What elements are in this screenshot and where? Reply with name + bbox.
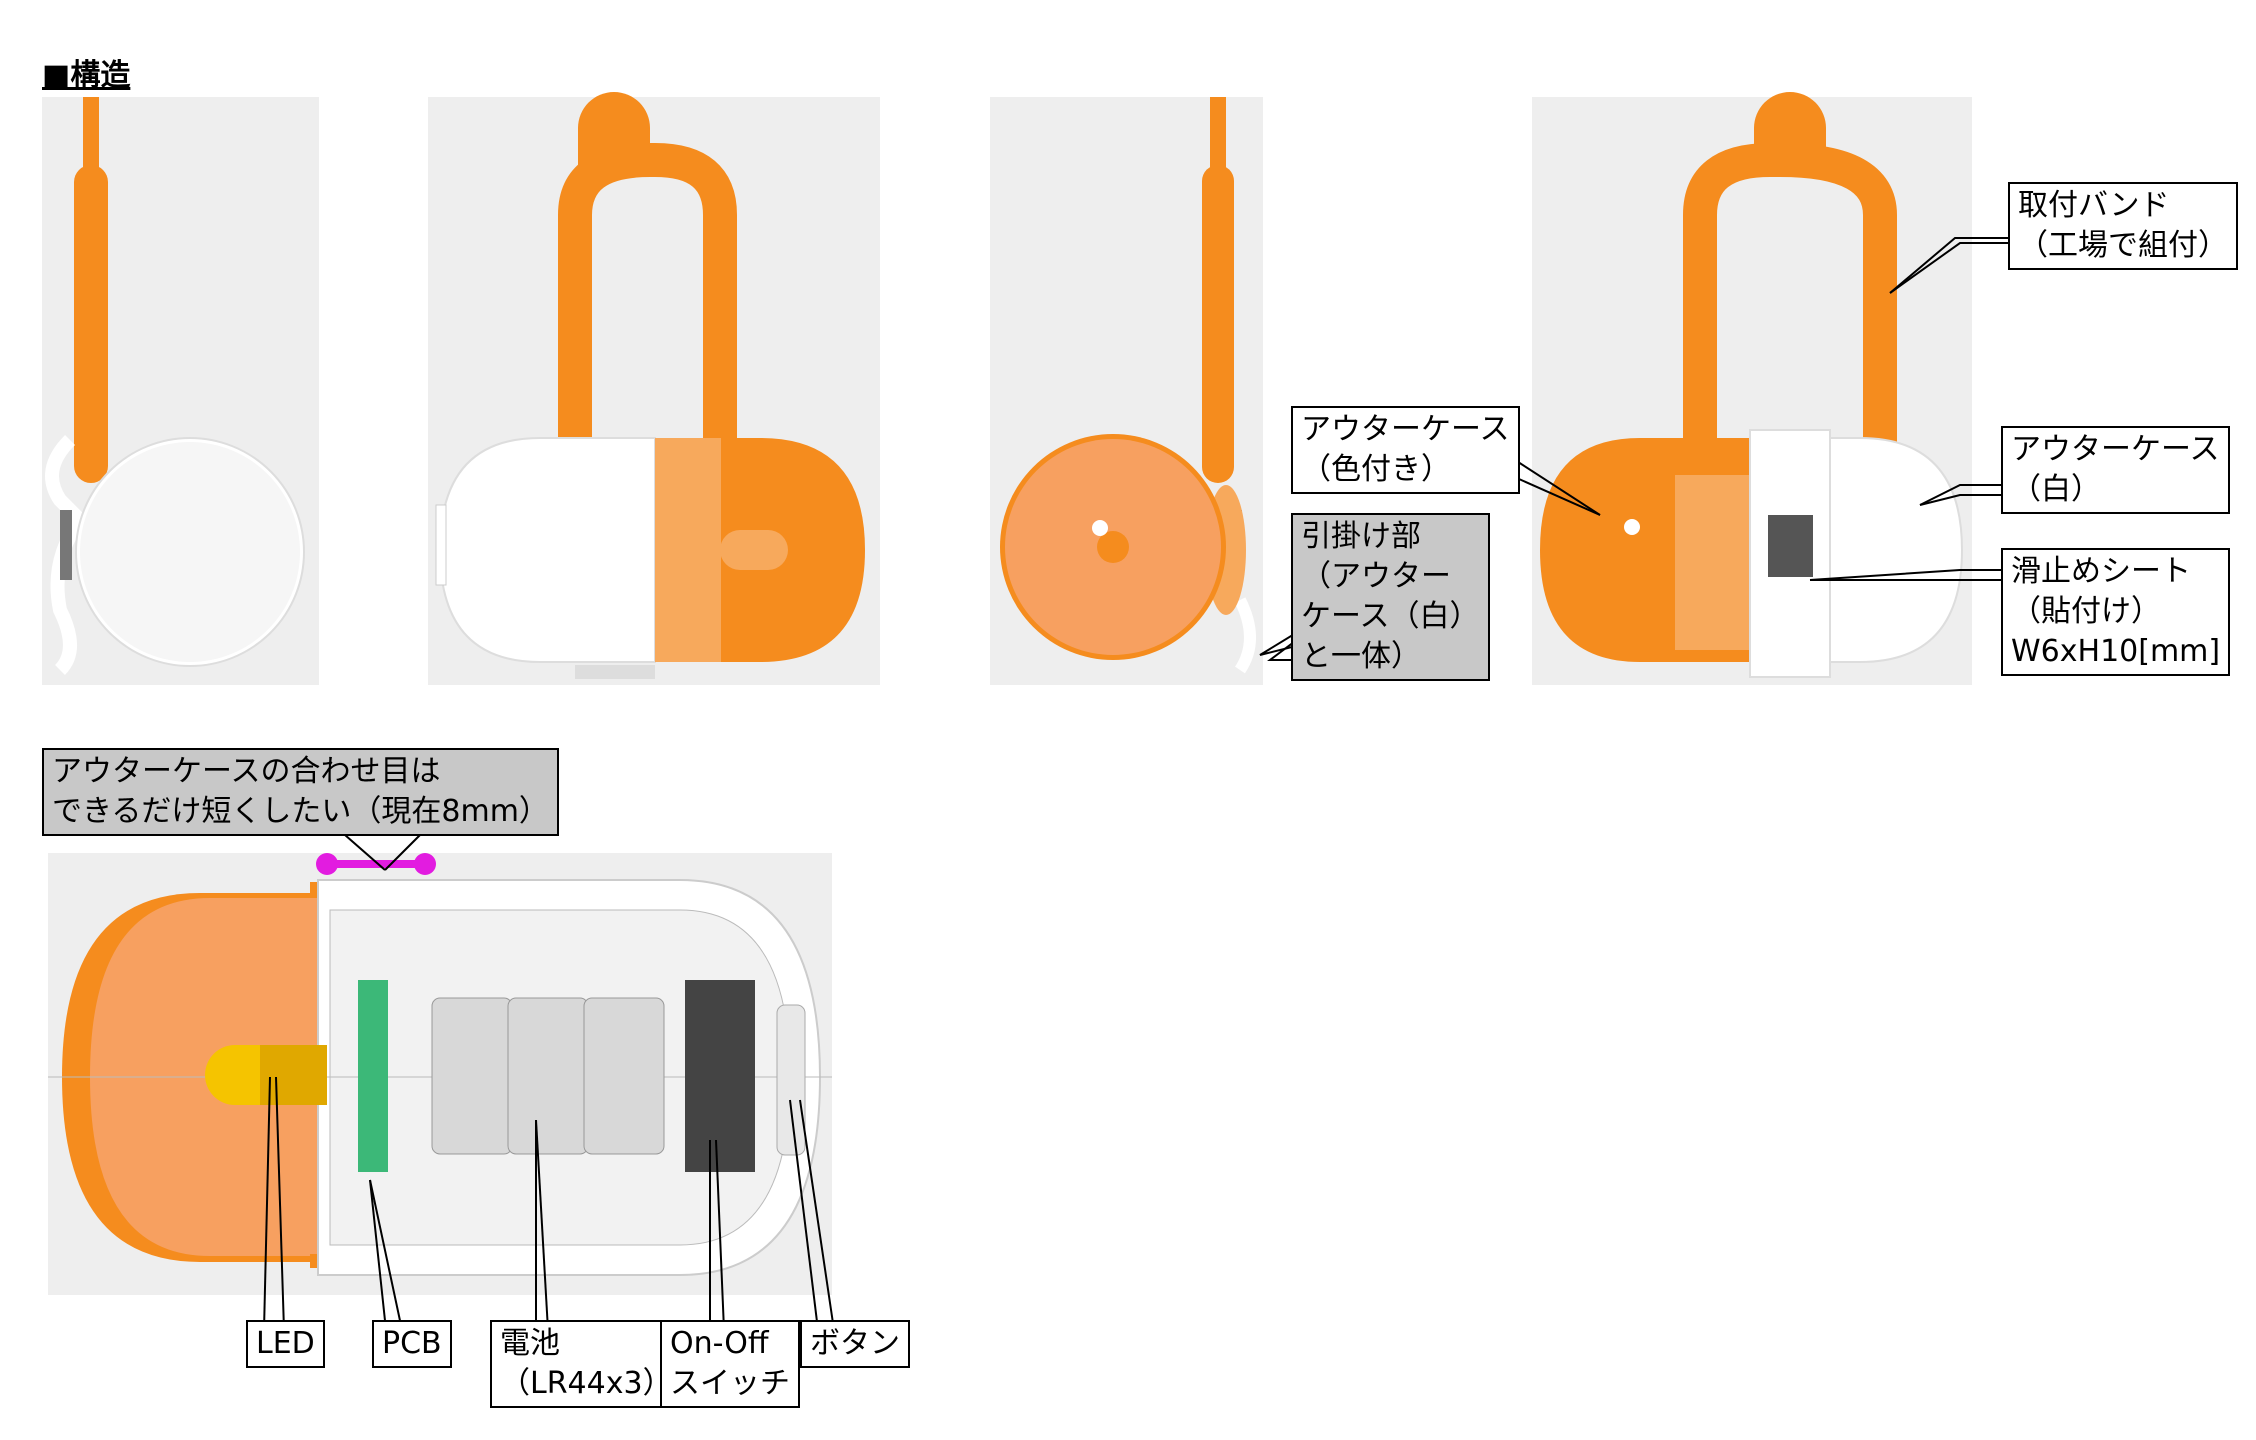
pcb-label: PCB [372, 1320, 452, 1368]
battery-label: 電池 （LR44x3） [490, 1320, 683, 1408]
hook-part-callout: 引掛け部 （アウター ケース（白） と一体） [1291, 513, 1490, 681]
outer-case-white-callout: アウターケース （白） [2001, 426, 2230, 514]
led-label: LED [246, 1320, 325, 1368]
non-slip-sheet-callout: 滑止めシート （貼付け） W6xH10[mm] [2001, 548, 2231, 676]
band-callout: 取付バンド （工場で組付） [2008, 182, 2238, 270]
cross-section [48, 853, 832, 1295]
side-view-orange [990, 97, 1263, 685]
rear-view [1532, 92, 1972, 685]
seam-callout: アウターケースの合わせ目は できるだけ短くしたい（現在8mm） [42, 748, 559, 836]
front-view [428, 92, 880, 685]
switch-label: On-Off スイッチ [660, 1320, 800, 1408]
leader-lines [263, 237, 2010, 1331]
button-label: ボタン [800, 1320, 910, 1368]
section-title: ■構造 [42, 58, 131, 93]
side-view-white [42, 97, 319, 685]
outer-case-colored-callout: アウターケース （色付き） [1291, 406, 1520, 494]
